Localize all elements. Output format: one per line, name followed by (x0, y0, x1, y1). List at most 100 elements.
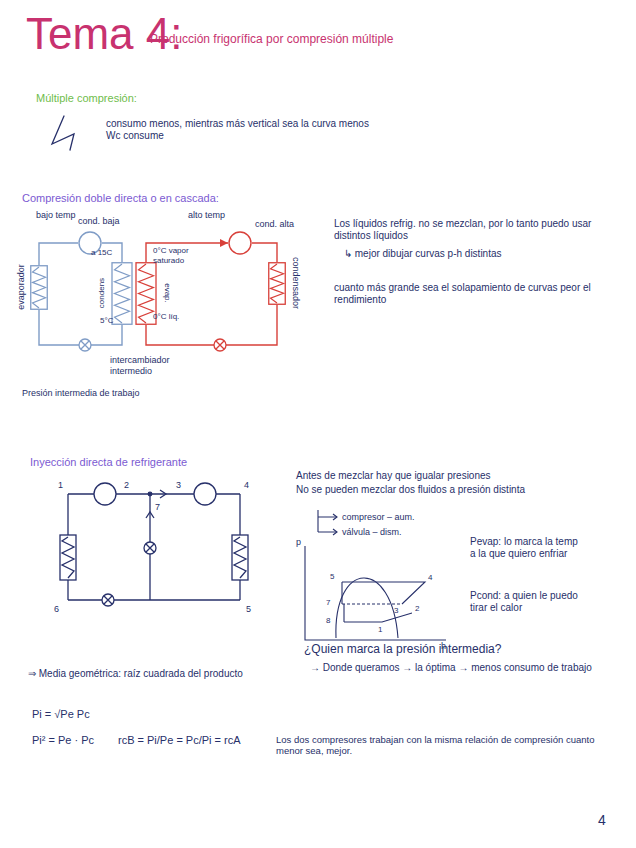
label-holder: 2 (415, 604, 419, 614)
label-holder: Inyección directa de refrigerante (30, 456, 187, 469)
state-number: 3 (176, 480, 181, 491)
coil-housing (31, 266, 48, 310)
label-holder: 2 (124, 480, 129, 491)
label-holder: → Donde queramos → la óptima → menos con… (310, 662, 610, 674)
component-label: evaporador (16, 264, 27, 310)
injection-circuit (104, 596, 112, 604)
component-label: condens (97, 278, 107, 308)
injection-circuit (160, 490, 166, 498)
temperature-label: a 15C (91, 248, 112, 258)
evaporator: evaporador (30, 265, 48, 310)
coil-symbol (271, 264, 284, 303)
ph-chart (305, 546, 446, 640)
node-outline (110, 262, 158, 325)
label-holder: 4 (244, 480, 249, 491)
node-text-holder: condens (97, 278, 107, 308)
temperature-label: 0°C líq. (153, 312, 179, 322)
label-holder: 6 (54, 604, 59, 615)
note: Presión intermedia de trabajo (22, 388, 140, 399)
injection-circuit (234, 537, 246, 578)
note: consumo menos, mientras más vertical sea… (106, 118, 386, 142)
injection-circuit (146, 544, 154, 552)
note: Pevap: lo marca la temp a la que quiero … (470, 536, 580, 560)
compressor-symbol (229, 232, 251, 254)
coil-symbol (33, 267, 46, 308)
formula: Pi = √Pe Pc (32, 708, 90, 721)
coil-housing (112, 263, 132, 325)
chart-point: 4 (428, 573, 432, 583)
label-holder: 7 (155, 502, 160, 513)
label-holder: cuanto más grande sea el solapamiento de… (334, 282, 619, 306)
section-heading: Múltiple compresión: (36, 92, 137, 105)
pipe-connector (146, 305, 277, 345)
label-holder: 3 (176, 480, 181, 491)
injection-circuit (144, 542, 156, 554)
question: ¿Quien marca la presión intermedia? (304, 642, 501, 656)
note: Los dos compresores trabajan con la mism… (276, 734, 596, 757)
node-text-holder: evaporador (16, 264, 27, 310)
formula: rcB = Pi/Pe = Pc/Pi = rcA (118, 734, 241, 747)
component-label: intercambiador intermedio (110, 355, 190, 377)
label-holder: 5°C (100, 316, 113, 326)
label-holder: Producción frigorífica por compresión mú… (150, 32, 415, 46)
note: ⇒ Media geométrica: raíz cuadrada del pr… (28, 668, 263, 680)
coil-housing (269, 263, 286, 305)
node-text-holder: intercambiador intermedio (110, 355, 190, 377)
injection-circuit (68, 599, 240, 600)
component-label: evap. (162, 283, 172, 303)
label-holder: Pi² = Pe · Pc (32, 734, 94, 747)
connectors (39, 243, 277, 345)
condenser: condensador (268, 262, 286, 305)
node-text-holder: evap. (162, 283, 172, 303)
curve-sketch (52, 116, 74, 150)
label-holder: compresor – aum. (342, 512, 415, 523)
label-holder: válvula – dism. (342, 527, 402, 538)
label-holder: Presión intermedia de trabajo (22, 388, 140, 399)
bracket-arrows (318, 510, 337, 535)
label-holder: bajo temp (36, 210, 76, 221)
formula: Pi² = Pe · Pc (32, 734, 94, 747)
note: Antes de mezclar hay que igualar presion… (296, 470, 491, 482)
coil-symbol (139, 264, 154, 323)
section-heading: Compresión doble directa o en cascada: (22, 192, 219, 205)
label-holder: Pcond: a quien le puedo tirar el calor (470, 590, 580, 614)
label-holder: Pevap: lo marca la temp a la que quiero … (470, 536, 580, 560)
temperature-label: 5°C (100, 316, 113, 326)
chart-point: 1 (378, 625, 382, 635)
pipe-connector (39, 310, 122, 345)
label-holder: Antes de mezclar hay que igualar presion… (296, 470, 491, 482)
ph-chart (342, 582, 344, 622)
node-outline (30, 265, 48, 310)
label-holder: 5 (246, 604, 251, 615)
bracket-arrows (333, 514, 337, 535)
state-number: 1 (58, 480, 63, 491)
state-number: 5 (246, 604, 251, 615)
label-holder: 4 (598, 812, 606, 829)
note: válvula – dism. (342, 527, 402, 538)
valve-symbol (216, 341, 224, 349)
label-holder: 1 (378, 625, 382, 635)
note: No se pueden mezclar dos fluidos a presi… (296, 484, 556, 496)
state-number: 2 (124, 480, 129, 491)
bracket-arrows (318, 510, 337, 532)
chart-point: 2 (415, 604, 419, 614)
label-holder: Compresión doble directa o en cascada: (22, 192, 219, 205)
label-holder: 4 (428, 573, 432, 583)
injection-circuit (146, 512, 154, 518)
ph-chart (305, 546, 446, 640)
state-number: 6 (54, 604, 59, 615)
note: Los líquidos refrig. no se mezclan, por … (334, 218, 619, 242)
injection-circuit (232, 535, 248, 580)
chart-point: 3 (394, 606, 398, 616)
state-number: 7 (155, 502, 160, 513)
note: cuanto más grande sea el solapamiento de… (334, 282, 619, 306)
side-label: alto temp (188, 210, 225, 221)
pipe-connector (252, 243, 277, 262)
label-holder: Los dos compresores trabajan con la mism… (276, 734, 596, 757)
component-label: cond. alta (255, 219, 294, 230)
label-holder: p (296, 537, 301, 548)
node-text-holder: cond. baja (78, 216, 120, 227)
injection-circuit (60, 483, 248, 606)
ph-chart (344, 613, 412, 622)
curve-sketch (52, 116, 74, 150)
